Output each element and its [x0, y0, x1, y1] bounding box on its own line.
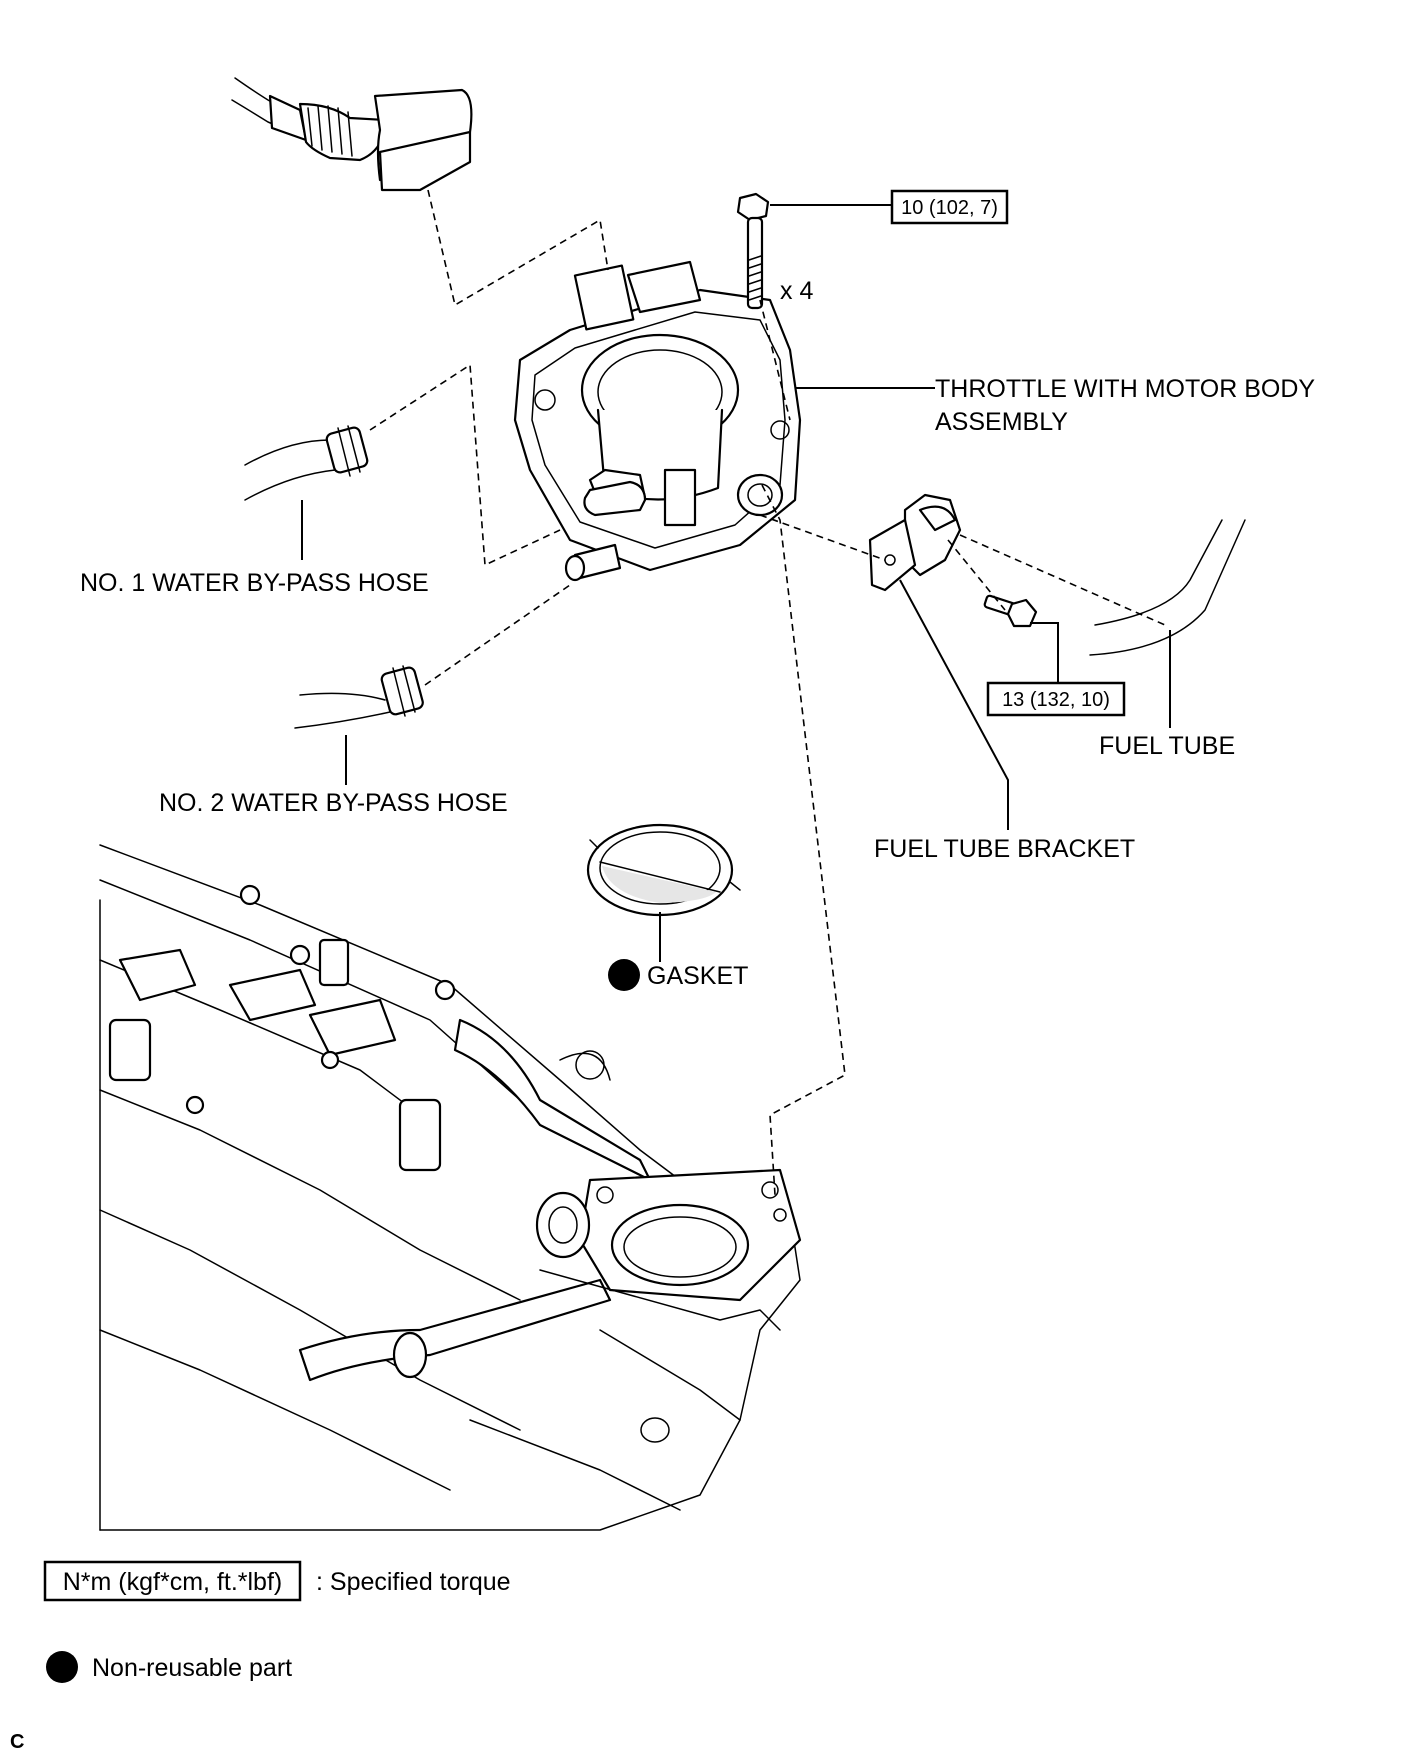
assembly-guide-lines: [369, 189, 1166, 1196]
torque-callout-throttle-bolt: 10 (102, 7): [890, 189, 1009, 225]
torque-value-throttle: 10 (102, 7): [901, 197, 998, 219]
throttle-bolt: [736, 192, 770, 310]
bolt-quantity: x 4: [780, 277, 813, 305]
torque-callout-bracket-bolt: 13 (132, 10): [986, 681, 1126, 717]
label-throttle-line2: ASSEMBLY: [935, 408, 1068, 436]
label-fuel-tube-bracket: FUEL TUBE BRACKET: [874, 835, 1135, 863]
corner-mark: C: [10, 1731, 24, 1753]
legend-nonreusable: Non-reusable part: [46, 1651, 292, 1683]
callout-leaders: [301, 204, 1171, 962]
label-throttle-line1: THROTTLE WITH MOTOR BODY: [935, 375, 1315, 403]
bracket-bolt: [983, 594, 1038, 628]
label-water-hose-1: NO. 1 WATER BY-PASS HOSE: [80, 569, 429, 597]
legend-torque-text: : Specified torque: [316, 1568, 511, 1596]
torque-value-bracket: 13 (132, 10): [1002, 689, 1110, 711]
label-gasket: GASKET: [647, 962, 748, 990]
label-fuel-tube: FUEL TUBE: [1099, 732, 1235, 760]
air-hose: [231, 77, 473, 192]
water-bypass-hose-2: [294, 665, 424, 729]
label-water-hose-2: NO. 2 WATER BY-PASS HOSE: [159, 789, 508, 817]
non-reusable-legend-icon: [46, 1651, 78, 1683]
fuel-tube-bracket: [868, 493, 962, 592]
legend-torque: N*m (kgf*cm, ft.*lbf) : Specified torque: [43, 1560, 511, 1602]
engine-intake-manifold: [99, 844, 802, 1531]
water-bypass-hose-1: [244, 425, 369, 501]
throttle-body-assembly: [513, 260, 802, 582]
gasket: [586, 823, 741, 917]
legend-nonreusable-text: Non-reusable part: [92, 1654, 292, 1682]
legend-torque-box: N*m (kgf*cm, ft.*lbf): [63, 1568, 282, 1596]
fuel-tube: [1089, 519, 1246, 656]
non-reusable-dot-icon: [608, 959, 640, 991]
